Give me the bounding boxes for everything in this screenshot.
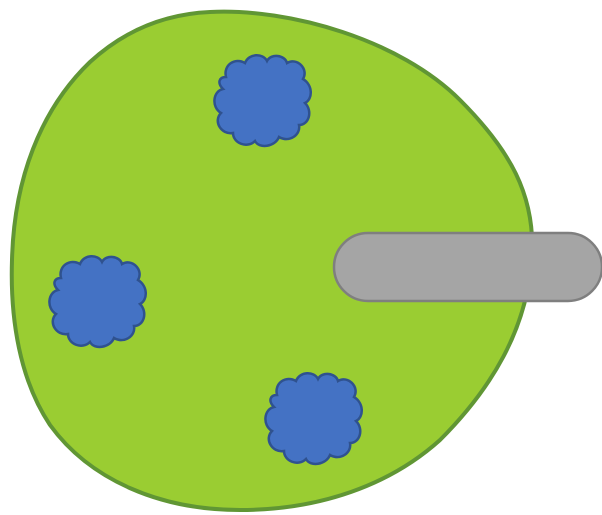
pier-shape	[334, 233, 602, 301]
bush-top-icon	[214, 55, 310, 146]
bush-bottom-icon	[265, 373, 361, 464]
bush-left-icon	[49, 256, 145, 347]
